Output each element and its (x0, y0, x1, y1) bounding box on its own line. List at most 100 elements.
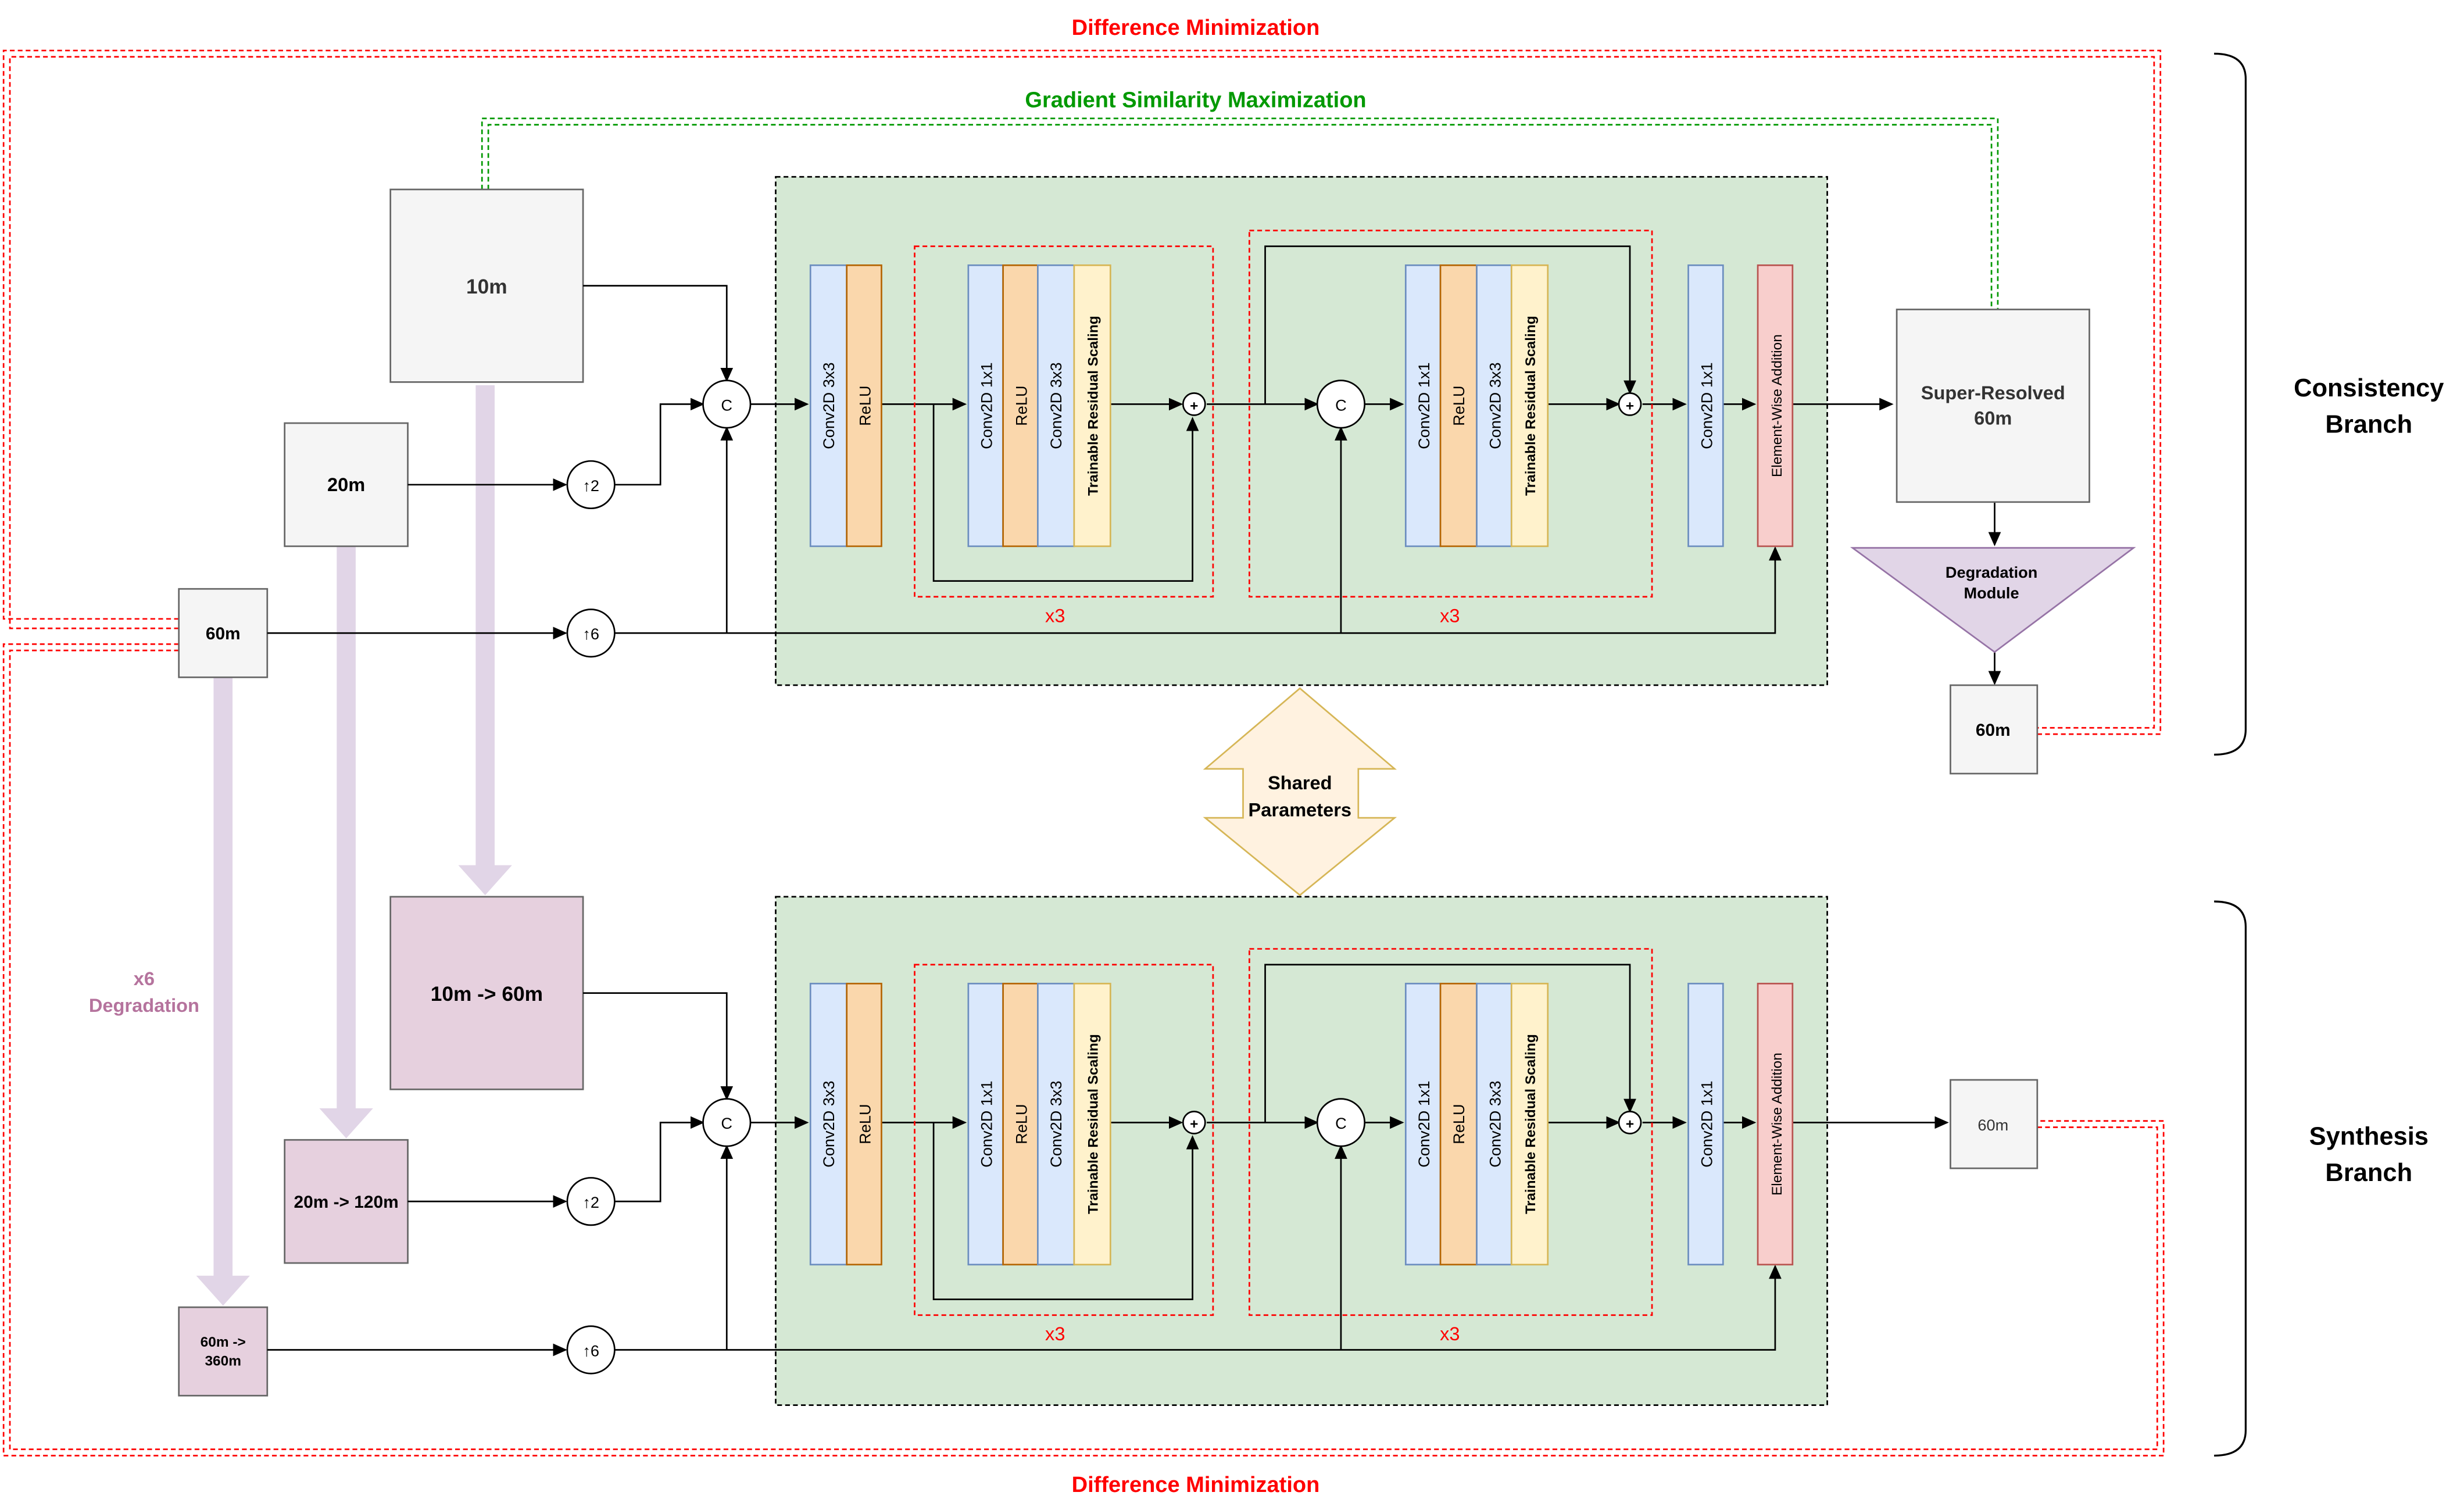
sum-node (1182, 1110, 1206, 1135)
relu-label: ReLU (1012, 385, 1030, 425)
degraded-60m-box (178, 1306, 269, 1397)
trainable-residual-scaling-block (1510, 982, 1549, 1266)
super-resolved-box (1896, 309, 2090, 503)
sum-node (1618, 1110, 1642, 1135)
synthesis-connectors (267, 964, 1949, 1357)
relu-label: ReLU (856, 385, 874, 425)
synthesis-output-60m-label: 60m (1977, 1116, 2008, 1134)
input-20m-box (284, 422, 409, 547)
sum-node-label: + (1626, 398, 1634, 414)
concat-node (702, 1098, 752, 1147)
concat-node-label: C (721, 396, 732, 414)
shared-parameters-label-line1: Shared (1268, 772, 1332, 793)
consistency-output-60m-box (1950, 684, 2039, 775)
gradient-similarity-loop (481, 117, 1999, 310)
relu-block (1439, 264, 1478, 547)
input-60m-label: 60m (206, 624, 241, 643)
conv1x1-block (967, 264, 1004, 547)
upsample-x2-label: ↑2 (582, 1193, 599, 1211)
relu-label: ReLU (1012, 1104, 1030, 1144)
relu-block (1002, 982, 1039, 1266)
degraded-60m-label-line2: 360m (205, 1354, 241, 1369)
consistency-operators: C ↑2 ↑6 + C + (566, 380, 1642, 658)
degraded-10m-box (389, 896, 584, 1090)
shared-parameters-arrow (1203, 687, 1397, 896)
upsample-x2-label: ↑2 (582, 477, 599, 495)
conv3x3-label: Conv2D 3x3 (1486, 362, 1504, 449)
degradation-module-shape (1850, 547, 2136, 653)
relu-label: ReLU (1450, 1104, 1468, 1144)
degraded-20m-box (284, 1139, 409, 1264)
synthesis-operators: C ↑2 ↑6 + C + (566, 1098, 1642, 1375)
repeat-x3-label-2: x3 (1440, 1323, 1460, 1344)
upsample-x6-label: ↑6 (582, 1341, 599, 1359)
trainable-residual-scaling-label: Trainable Residual Scaling (1523, 1034, 1539, 1214)
conv1x1-label: Conv2D 1x1 (1415, 1080, 1433, 1167)
conv1x1-block (1687, 982, 1724, 1266)
difference-minimization-bottom-label: Difference Minimization (1072, 1473, 1320, 1497)
degradation-label-x6: x6 (134, 968, 155, 989)
synthesis-output-60m-box (1950, 1079, 2039, 1169)
input-10m-label: 10m (466, 275, 507, 298)
relu-block (846, 264, 882, 547)
conv1x1-block (967, 982, 1004, 1266)
degradation-label-text: Degradation (89, 994, 199, 1016)
relu-label: ReLU (1450, 385, 1468, 425)
degradation-arrows (196, 385, 512, 1306)
concat-node-label: C (1335, 1114, 1347, 1132)
consistency-branch-label-line2: Branch (2325, 410, 2412, 438)
conv1x1-label: Conv2D 1x1 (1697, 362, 1715, 449)
upsample-x6-node (566, 1325, 616, 1375)
relu-label: ReLU (856, 1104, 874, 1144)
conv1x1-label: Conv2D 1x1 (978, 1080, 996, 1167)
conv1x1-label: Conv2D 1x1 (978, 362, 996, 449)
upsample-x2-node (566, 1177, 616, 1226)
conv3x3-label: Conv2D 3x3 (1047, 1080, 1065, 1167)
concat-node-label: C (721, 1114, 732, 1132)
sum-node (1618, 392, 1642, 416)
concat-node (702, 380, 752, 429)
synthesis-network-blocks: Conv2D 3x3 ReLU x3 Conv2D 1x1 ReLU Conv2… (809, 948, 1794, 1344)
repeat-x3-label-1: x3 (1045, 1323, 1065, 1344)
conv1x1-block (1687, 264, 1724, 547)
synthesis-brace (2214, 900, 2247, 1457)
difference-minimization-loop (2, 49, 2165, 1457)
element-wise-addition-label: Element-Wise Addition (1769, 334, 1785, 477)
conv1x1-label: Conv2D 1x1 (1697, 1080, 1715, 1167)
degradation-module-label-line1: Degradation (1946, 563, 2037, 581)
conv3x3-block (1476, 982, 1512, 1266)
concat-node-label: C (1335, 396, 1347, 414)
consistency-brace (2214, 52, 2247, 756)
synthesis-branch-label-line1: Synthesis (2309, 1122, 2429, 1150)
conv3x3-block (1476, 264, 1512, 547)
relu-block (1439, 982, 1478, 1266)
conv3x3-block (809, 264, 848, 547)
degraded-20m-label: 20m -> 120m (294, 1193, 399, 1212)
conv1x1-block (1404, 264, 1442, 547)
conv3x3-label: Conv2D 3x3 (1047, 362, 1065, 449)
relu-block (846, 982, 882, 1266)
trainable-residual-scaling-block (1073, 264, 1111, 547)
sum-node (1182, 392, 1206, 416)
degradation-module-label-line2: Module (1964, 584, 2019, 602)
upsample-x6-node (566, 609, 616, 658)
element-wise-addition-block (1757, 982, 1794, 1266)
difference-minimization-top-label: Difference Minimization (1072, 16, 1320, 40)
upsample-x2-node (566, 460, 616, 510)
shared-parameters-label-line2: Parameters (1249, 799, 1352, 820)
conv3x3-block (1037, 982, 1075, 1266)
residual-group-2 (1249, 230, 1653, 598)
relu-block (1002, 264, 1039, 547)
concat-node (1316, 380, 1366, 429)
gradient-similarity-label: Gradient Similarity Maximization (1025, 88, 1366, 113)
consistency-branch-label-line1: Consistency (2294, 374, 2444, 402)
element-wise-addition-label: Element-Wise Addition (1769, 1053, 1785, 1196)
input-60m-box (178, 588, 269, 678)
degraded-60m-label-line1: 60m -> (201, 1334, 246, 1350)
consistency-connectors (267, 245, 2001, 685)
sum-node-label: + (1190, 1116, 1198, 1132)
trainable-residual-scaling-label: Trainable Residual Scaling (1086, 316, 1102, 496)
conv3x3-label: Conv2D 3x3 (1486, 1080, 1504, 1167)
input-20m-label: 20m (327, 474, 365, 495)
